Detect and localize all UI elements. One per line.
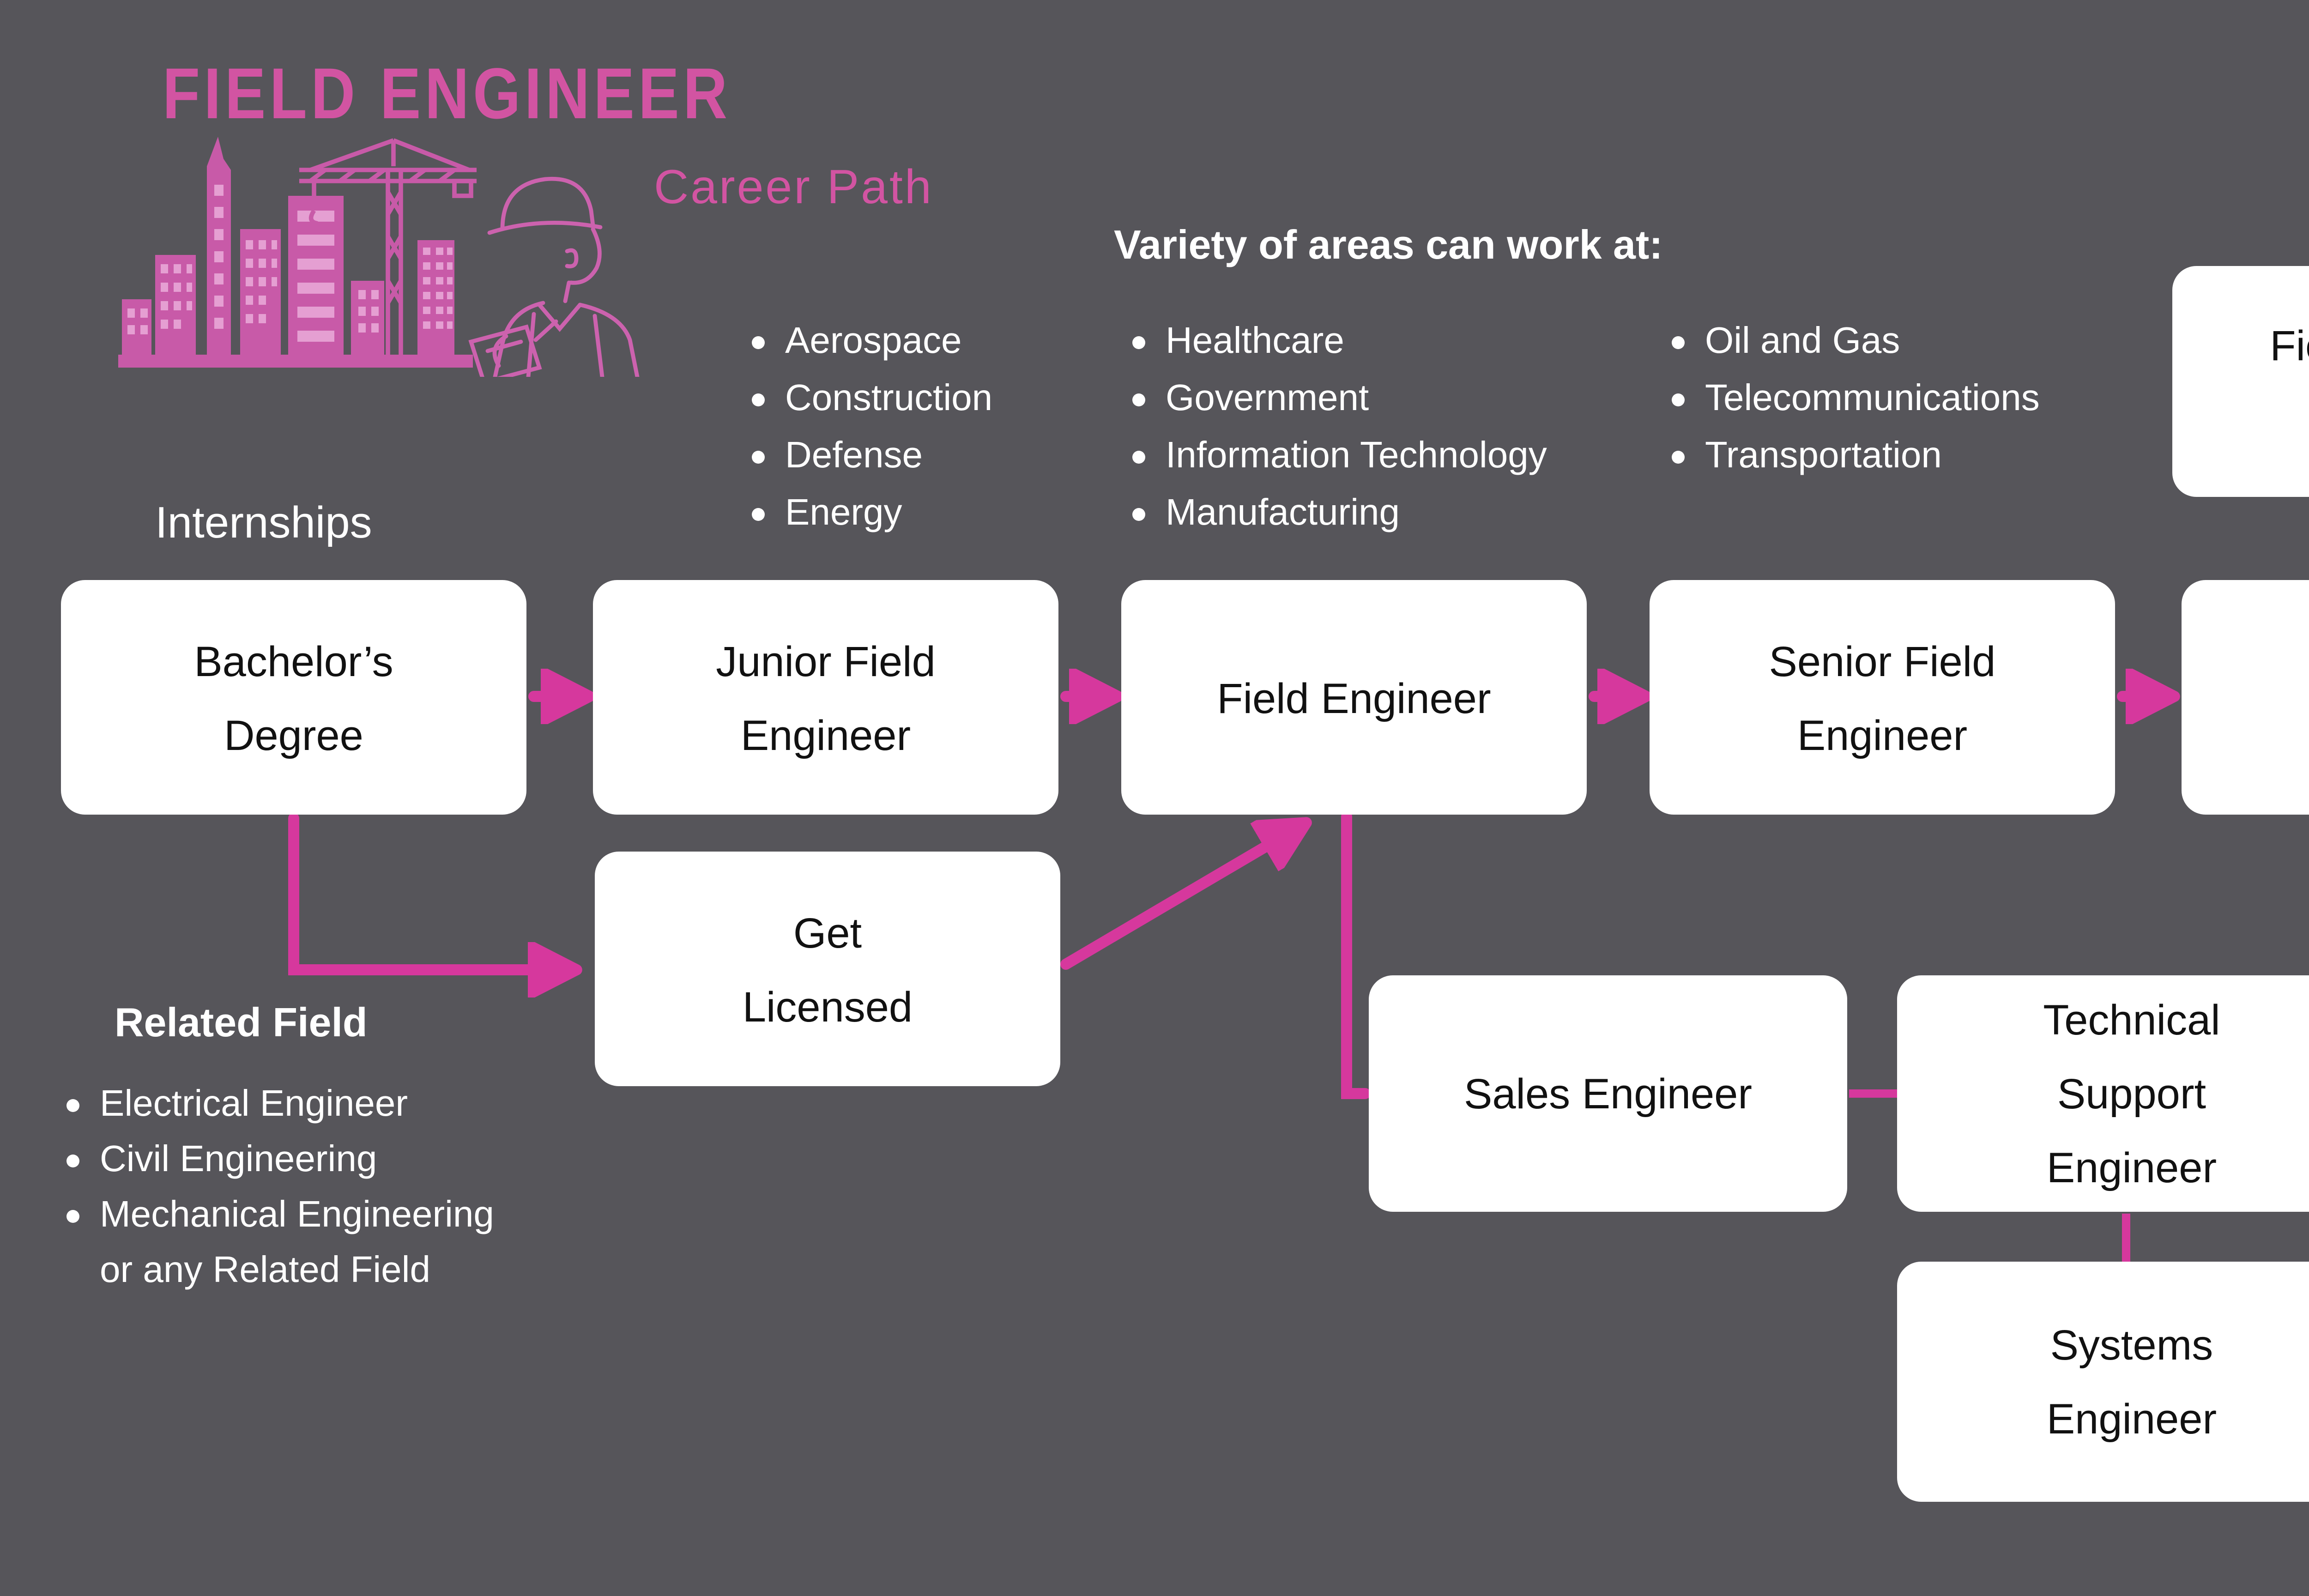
bullet-icon — [1672, 393, 1685, 406]
list-item: Civil Engineering — [66, 1132, 494, 1188]
list-item: or any Related Field — [100, 1250, 430, 1290]
node-senior-field-engineer: Senior Field Engineer — [1650, 580, 2115, 815]
work-areas-column-1: Aerospace Construction Defense Energy — [752, 314, 992, 543]
bullet-icon — [66, 1154, 79, 1167]
connector-field-to-sales — [1341, 811, 1371, 1099]
bullet-icon — [1132, 451, 1145, 464]
engineer-with-clipboard-icon — [468, 176, 640, 377]
field-engineer-illustration — [118, 137, 640, 377]
bullet-icon — [1132, 336, 1145, 349]
node-systems-engineer: Systems Engineer — [1897, 1262, 2309, 1502]
node-get-licensed: Get Licensed — [595, 852, 1060, 1086]
bullet-icon — [1132, 393, 1145, 406]
list-item: Government — [1132, 371, 1547, 429]
list-item: Mechanical Engineering — [66, 1188, 494, 1243]
bullet-icon — [1672, 336, 1685, 349]
node-field-engineer-manager: Field Engineer Manager — [2172, 266, 2309, 497]
bullet-icon — [752, 393, 765, 406]
arrow-licensed-to-field — [1060, 829, 1295, 970]
list-item: Information Technology — [1132, 429, 1547, 486]
list-item: Telecommunications — [1672, 371, 2040, 429]
bullet-icon — [66, 1209, 79, 1222]
list-item: Healthcare — [1132, 314, 1547, 371]
building-windows — [127, 185, 453, 342]
career-path-subtitle: Career Path — [654, 159, 933, 214]
node-junior-field-engineer: Junior Field Engineer — [593, 580, 1058, 815]
list-item: Aerospace — [752, 314, 992, 371]
node-bachelors-degree: Bachelor’s Degree — [61, 580, 526, 815]
work-areas-column-2: Healthcare Government Information Techno… — [1132, 314, 1547, 543]
bullet-icon — [66, 1098, 79, 1111]
work-areas-column-3: Oil and Gas Telecommunications Transport… — [1672, 314, 2040, 486]
node-technical-support-engineer: Technical Support Engineer — [1897, 975, 2309, 1212]
list-item: Manufacturing — [1132, 486, 1547, 543]
bullet-icon — [1132, 508, 1145, 521]
bullet-icon — [752, 336, 765, 349]
list-item: Construction — [752, 371, 992, 429]
bullet-icon — [752, 508, 765, 521]
bullet-icon — [752, 451, 765, 464]
arrow-bachelors-to-licensed — [288, 813, 563, 970]
node-field-supervisor: Field Supervisor — [2182, 580, 2309, 815]
related-field-list: Electrical Engineer Civil Engineering Me… — [66, 1077, 494, 1299]
bullet-icon — [1672, 451, 1685, 464]
list-item: Defense — [752, 429, 992, 486]
list-item: Oil and Gas — [1672, 314, 2040, 371]
list-item: Transportation — [1672, 429, 2040, 486]
list-item: Electrical Engineer — [66, 1077, 494, 1132]
node-sales-engineer: Sales Engineer — [1369, 975, 1847, 1212]
construction-crane-icon — [299, 138, 477, 355]
internships-label: Internships — [155, 499, 372, 549]
node-field-engineer: Field Engineer — [1121, 580, 1587, 815]
work-areas-heading: Variety of areas can work at: — [1114, 222, 1663, 268]
page-title: FIELD ENGINEER — [163, 55, 731, 135]
related-field-heading: Related Field — [115, 999, 368, 1046]
list-item: Energy — [752, 486, 992, 543]
